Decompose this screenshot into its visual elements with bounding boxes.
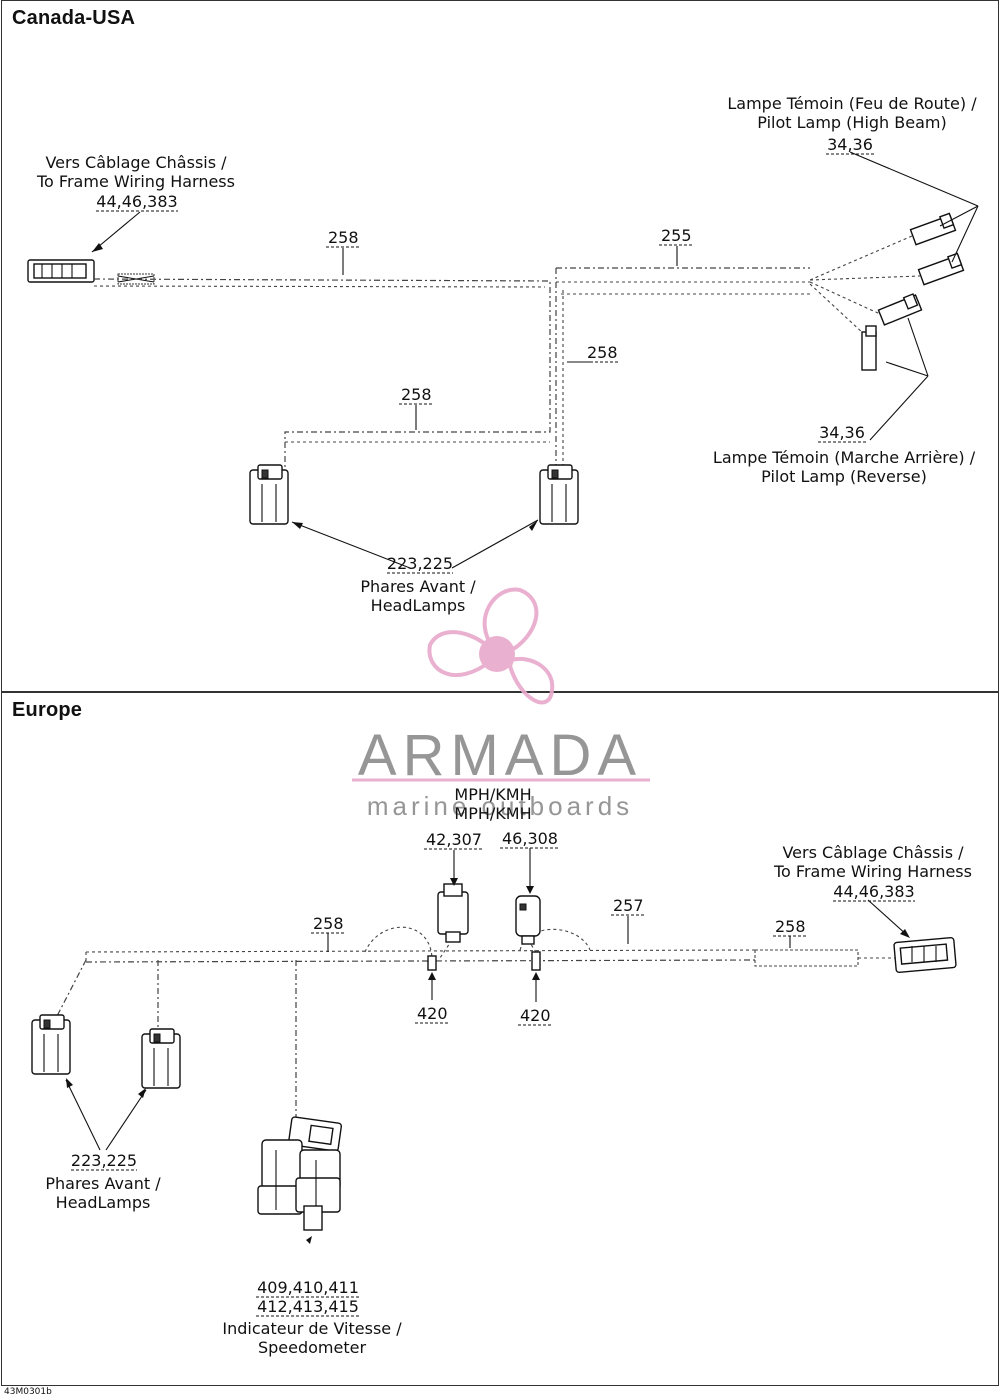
headlamps-label-line2-top: HeadLamps [371,596,466,615]
callout-258-c: 258 [401,385,432,404]
callout-258-b: 258 [587,343,618,362]
propeller-logo [427,587,555,705]
section-title-canada-usa: Canada-USA [12,7,136,29]
headlamp-connector-left-top [249,464,289,525]
frame-harness-label-line2-bottom: To Frame Wiring Harness [773,862,972,881]
speed-title-line2: MPH/KMH [454,804,531,823]
callout-258-bottom-b: 258 [775,917,806,936]
headlamps-label-line1-bottom: Phares Avant / [45,1174,161,1193]
frame-harness-label-line2-top: To Frame Wiring Harness [36,172,235,191]
frame-harness-label-line1-top: Vers Câblage Châssis / [45,153,227,172]
frame-harness-connector-bottom [893,936,957,974]
speed-title-line1: MPH/KMH [454,785,531,804]
watermark-brand: ARMADA [358,723,642,788]
speed-sensor-connector-a [437,883,469,943]
pilot-reverse-label-line1: Lampe Témoin (Marche Arrière) / [713,448,976,467]
callout-258-a: 258 [328,228,359,247]
frame-harness-connector-top [27,259,155,285]
wire-258-trunk [93,278,551,470]
callout-255: 255 [661,226,692,245]
headlamp-connector-left-bottom [31,1014,71,1075]
figure-code: 43M0301b [4,1387,52,1397]
headlamps-label-line1-top: Phares Avant / [360,577,476,596]
headlamp-connector-right-bottom [141,1028,181,1089]
headlamps-refs-bottom: 223,225 [71,1151,137,1170]
speedometer-label-line1: Indicateur de Vitesse / [222,1319,402,1338]
bottom-diagram: 258 257 258 420 420 MPH/KMH MPH/KMH 42,3… [31,785,972,1357]
speed-sensor-a-refs: 42,307 [426,830,482,849]
watermark-tagline: marine outboards [367,791,633,821]
headlamps-refs-top: 223,225 [387,554,453,573]
top-diagram: 258 255 258 258 Vers Câblage Châssis / T… [27,94,979,615]
frame-harness-refs-bottom: 44,46,383 [833,882,914,901]
pilot-reverse-refs: 34,36 [819,423,865,442]
canada-usa-panel: Canada-USA [1,0,999,692]
speed-sensor-connector-b [515,895,541,945]
section-title-europe: Europe [12,699,83,721]
armada-watermark: ARMADA marine outboards [352,587,650,821]
headlamps-label-line2-bottom: HeadLamps [56,1193,151,1212]
speed-sensor-b-refs: 46,308 [502,829,558,848]
callout-257: 257 [613,896,644,915]
frame-harness-label-line1-bottom: Vers Câblage Châssis / [782,843,964,862]
frame-harness-refs-top: 44,46,383 [96,192,177,211]
callout-420-b: 420 [520,1006,551,1025]
pilot-reverse-label-line2: Pilot Lamp (Reverse) [761,467,927,486]
headlamp-connector-right-top [539,464,579,525]
pilot-high-label-line1: Lampe Témoin (Feu de Route) / [727,94,977,113]
speedometer-connector [257,1116,343,1244]
speedometer-label-line2: Speedometer [258,1338,366,1357]
speedometer-refs-line1: 409,410,411 [257,1278,359,1297]
pilot-lamp-reverse-connector [861,293,923,371]
pilot-lamp-high-beam-connector [909,212,965,286]
speedometer-refs-line2: 412,413,415 [257,1297,359,1316]
pilot-high-label-line2: Pilot Lamp (High Beam) [757,113,946,132]
pilot-high-refs: 34,36 [827,135,873,154]
callout-420-a: 420 [417,1004,448,1023]
callout-258-bottom-a: 258 [313,914,344,933]
